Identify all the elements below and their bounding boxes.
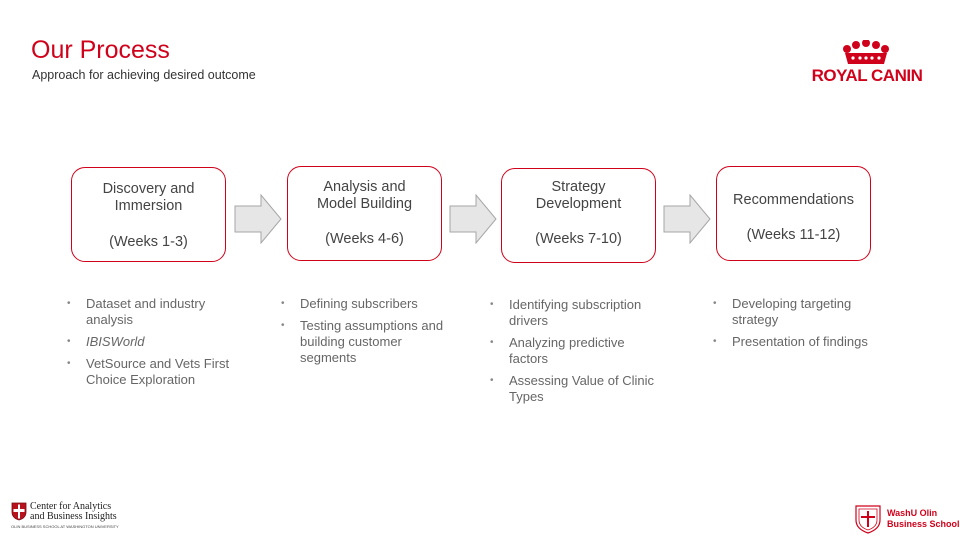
crown-icon: [843, 40, 889, 64]
arrow-right-icon: [234, 194, 282, 244]
step-label: Strategy: [551, 179, 606, 195]
cabi-name-line1: Center for Analytics: [30, 501, 112, 512]
bullet-list-recommendations: •Developing targeting strategy •Presenta…: [713, 296, 893, 356]
cabi-school-name: OLIN BUSINESS SCHOOL AT WASHINGTON UNIVE…: [11, 524, 119, 529]
list-item: •Identifying subscription drivers: [490, 297, 642, 328]
step-weeks: (Weeks 7-10): [535, 231, 622, 247]
step-label: Analysis and: [323, 179, 406, 195]
olin-logo: WashU Olin Business School: [855, 505, 960, 535]
list-item: •Assessing Value of Clinic Types: [490, 373, 654, 404]
step-discovery: Discovery and Immersion (Weeks 1-3): [71, 167, 226, 262]
page-title: Our Process: [31, 36, 170, 64]
step-weeks: (Weeks 11-12): [746, 227, 841, 243]
step-recommendations: Recommendations (Weeks 11-12): [716, 166, 871, 261]
list-item: •Testing assumptions and building custom…: [281, 318, 444, 365]
royal-canin-logo: ROYAL CANIN: [806, 40, 928, 88]
step-weeks: (Weeks 1-3): [109, 234, 188, 250]
step-label: Discovery and: [102, 181, 195, 197]
list-item: •Defining subscribers: [281, 296, 418, 311]
step-label: Recommendations: [733, 192, 854, 208]
step-weeks: (Weeks 4-6): [325, 231, 404, 247]
shield-icon: [11, 502, 27, 521]
list-item: •Presentation of findings: [713, 334, 868, 349]
olin-name-line2: Business School: [887, 519, 960, 529]
cabi-name-line2: and Business Insights: [30, 511, 117, 522]
list-item: •Developing targeting strategy: [713, 296, 852, 327]
brand-wordmark: ROYAL CANIN: [811, 66, 923, 85]
arrow-right-icon: [449, 194, 497, 244]
arrow-right-icon: [663, 194, 711, 244]
bullet-list-strategy: •Identifying subscription drivers •Analy…: [490, 297, 665, 411]
bullet-list-analysis: •Defining subscribers •Testing assumptio…: [281, 296, 461, 372]
page-subtitle: Approach for achieving desired outcome: [32, 68, 256, 82]
step-label: Model Building: [316, 196, 413, 212]
list-item: •Analyzing predictive factors: [490, 335, 625, 366]
shield-icon: [855, 505, 881, 534]
step-label: Development: [535, 196, 622, 212]
bullet-list-discovery: •Dataset and industry analysis •IBISWorl…: [67, 296, 232, 394]
step-label: Immersion: [114, 198, 183, 214]
olin-name-line1: WashU Olin: [887, 508, 938, 518]
list-item: •Dataset and industry analysis: [67, 296, 206, 327]
step-analysis: Analysis and Model Building (Weeks 4-6): [287, 166, 442, 261]
list-item: •VetSource and Vets First Choice Explora…: [67, 356, 230, 387]
cabi-logo: Center for Analytics and Business Insigh…: [11, 502, 131, 532]
list-item: •IBISWorld: [67, 334, 145, 349]
step-strategy: Strategy Development (Weeks 7-10): [501, 168, 656, 263]
